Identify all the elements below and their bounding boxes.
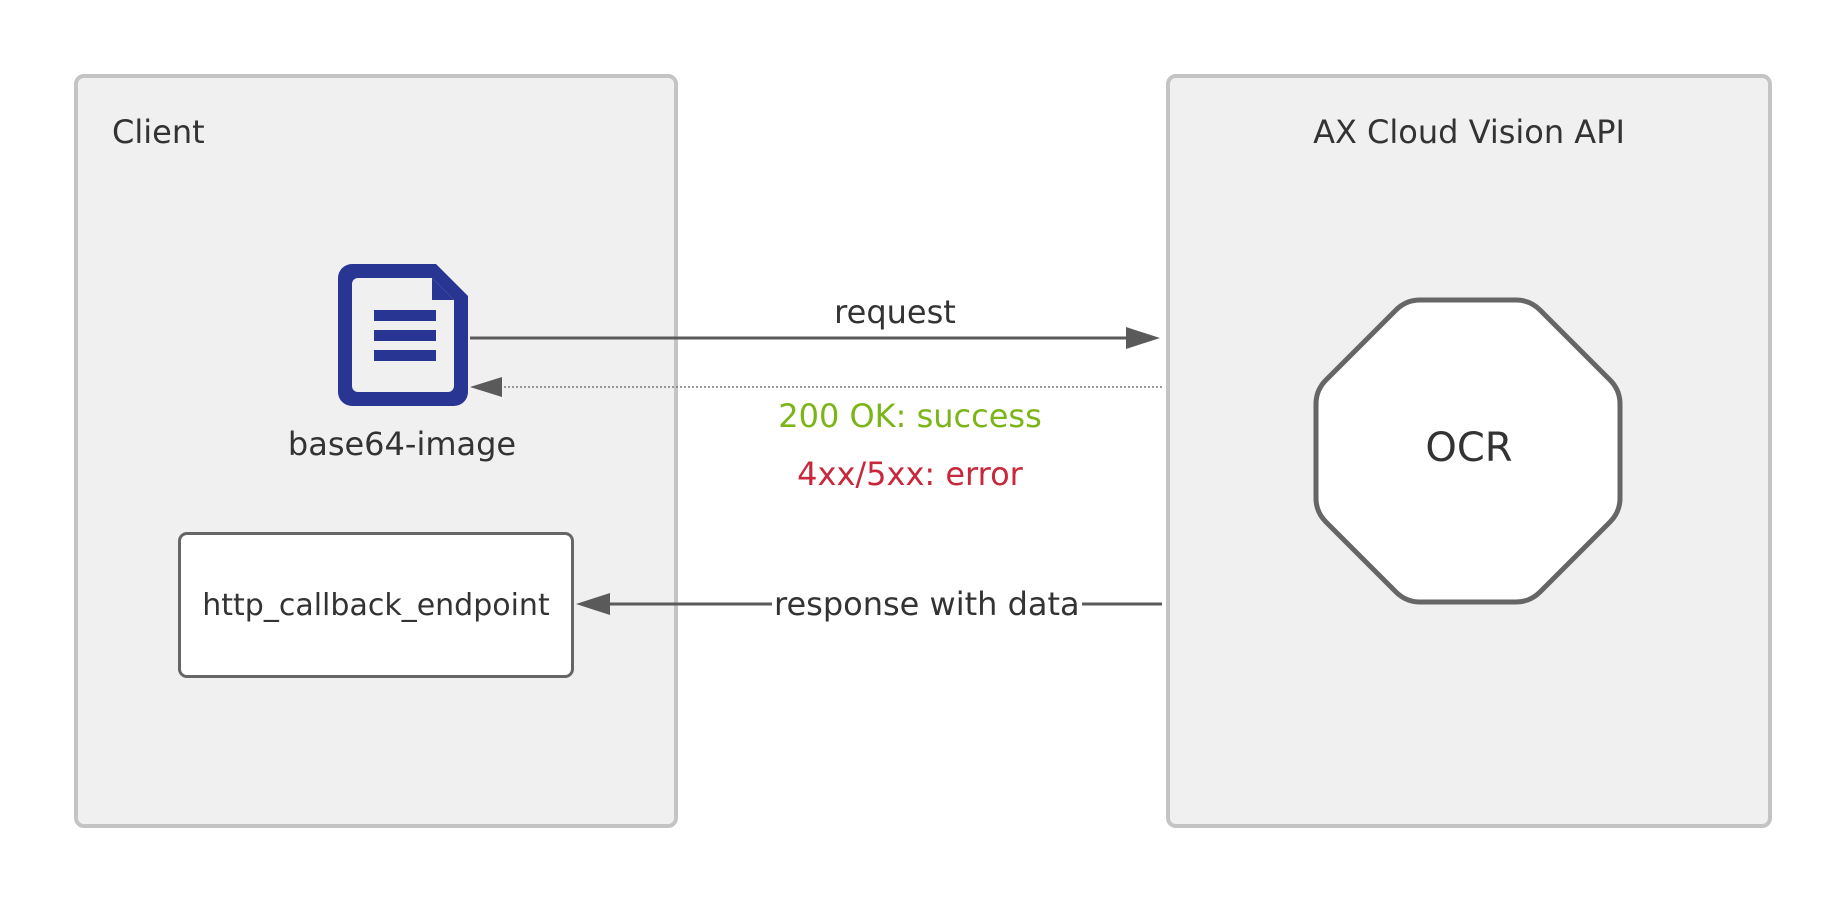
ocr-label: OCR (1425, 425, 1513, 471)
request-label: request (834, 293, 956, 331)
client-panel-title: Client (112, 113, 205, 151)
error-status-label: 4xx/5xx: error (797, 455, 1023, 493)
success-status-label: 200 OK: success (778, 397, 1042, 435)
response-label: response with data (772, 585, 1082, 623)
callback-endpoint-label: http_callback_endpoint (202, 587, 550, 623)
document-icon (338, 264, 468, 406)
ocr-node (1313, 297, 1623, 605)
client-panel (74, 74, 678, 828)
document-label: base64-image (287, 425, 517, 463)
api-panel-title: AX Cloud Vision API (1313, 113, 1625, 151)
callback-endpoint-box: http_callback_endpoint (178, 532, 574, 678)
